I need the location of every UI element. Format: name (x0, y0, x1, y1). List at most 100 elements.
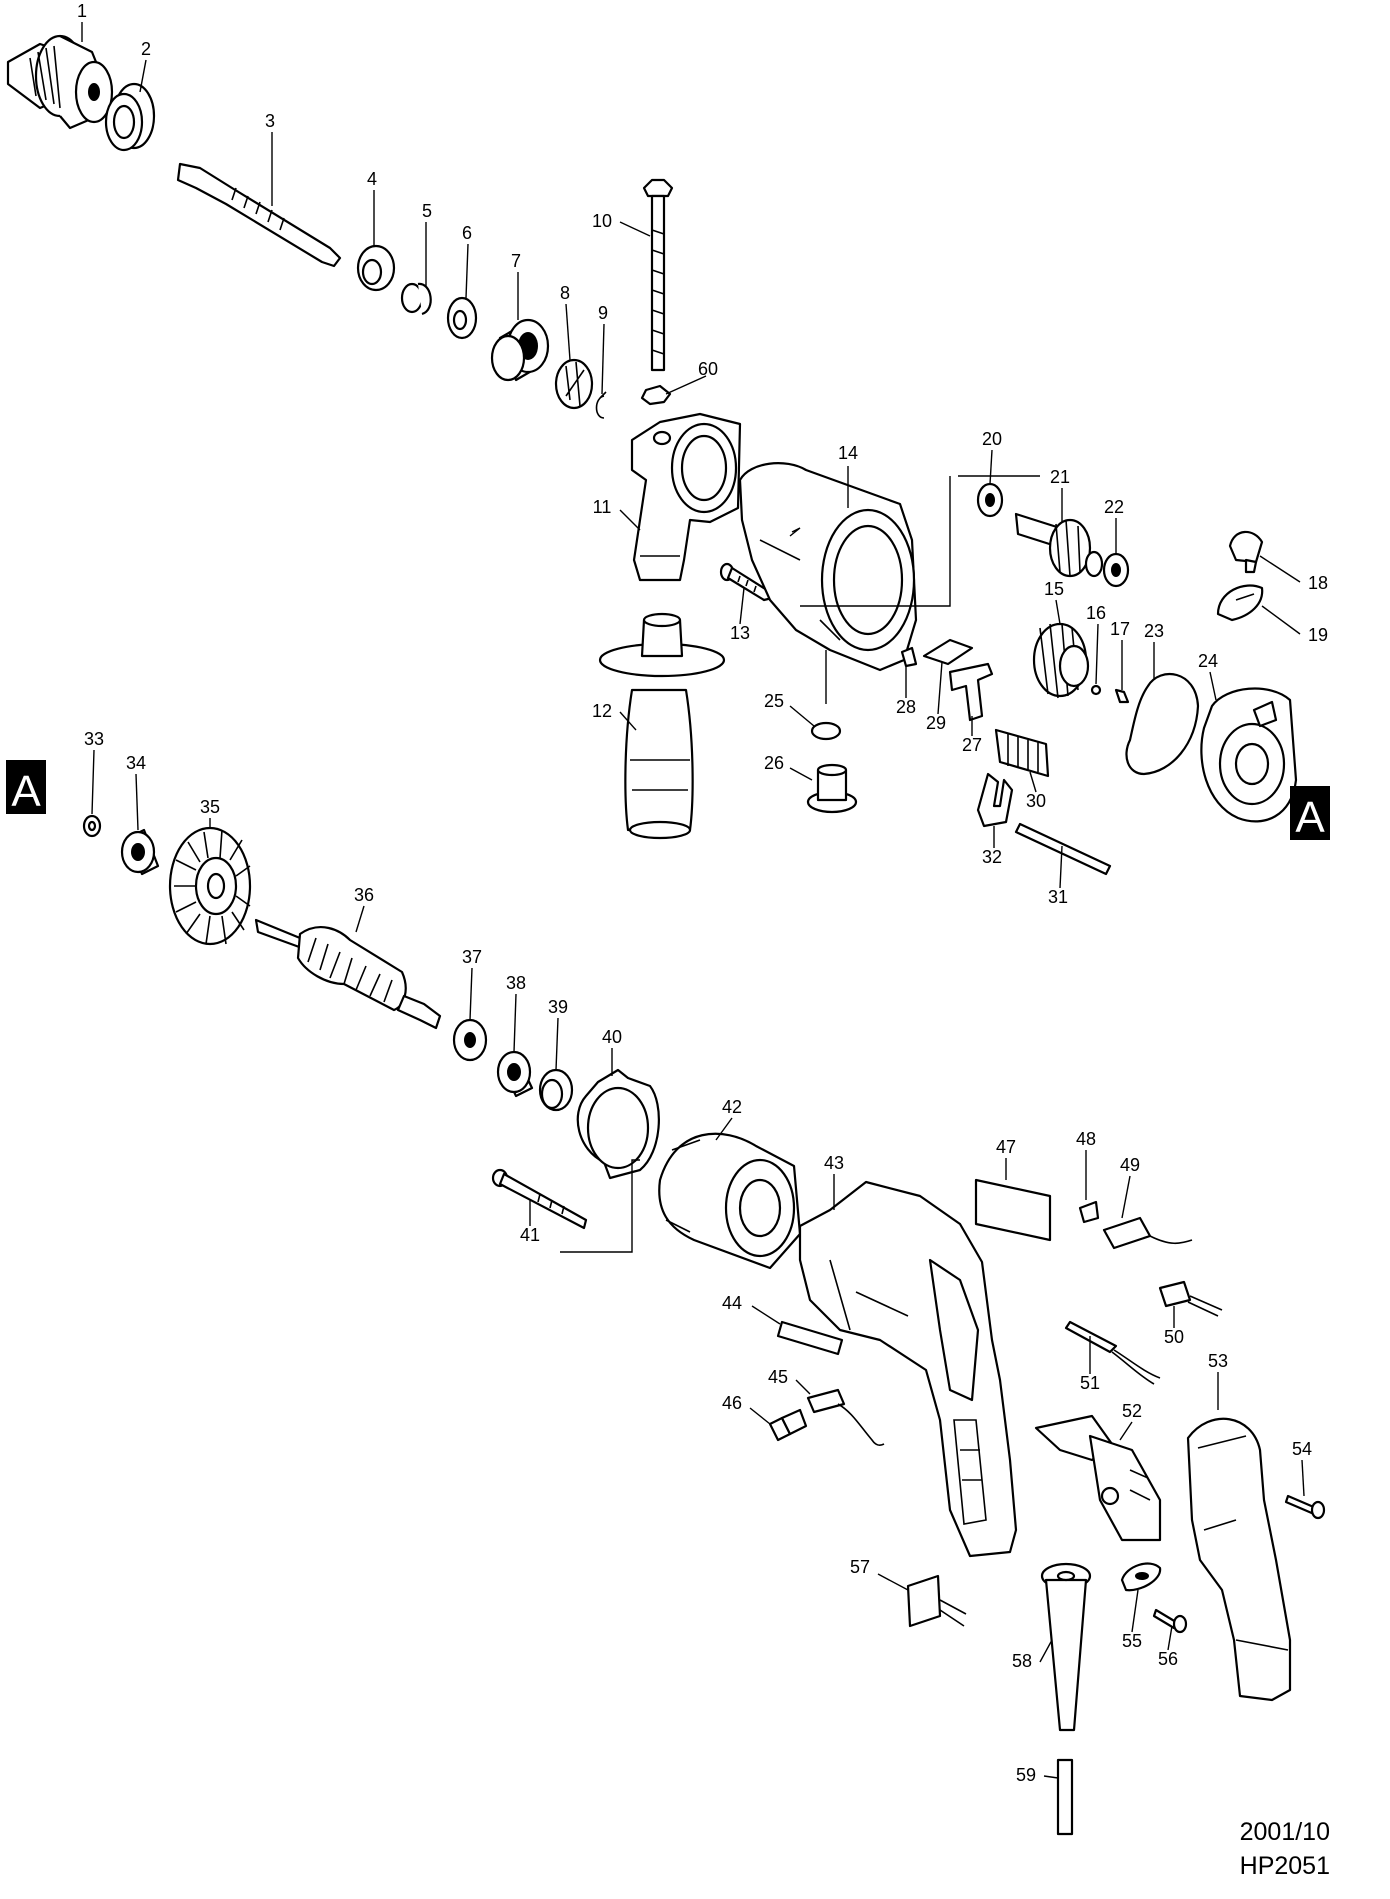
callout-number-14: 14 (838, 443, 858, 463)
part-drawing-27 (948, 662, 994, 722)
callout-number-59: 59 (1016, 1765, 1036, 1785)
part-drawing-28 (900, 646, 918, 668)
callout-10: 10 (592, 211, 651, 237)
part-drawing-57 (906, 1574, 967, 1628)
callout-43: 43 (824, 1153, 844, 1210)
callout-leader-52 (1119, 1421, 1133, 1441)
callout-number-45: 45 (768, 1367, 788, 1387)
callout-55: 55 (1122, 1589, 1142, 1651)
callout-leader-58 (1039, 1639, 1053, 1663)
callout-54: 54 (1292, 1439, 1312, 1497)
callout-33: 33 (84, 729, 104, 815)
callout-number-42: 42 (722, 1097, 742, 1117)
callout-number-33: 33 (84, 729, 104, 749)
callout-number-44: 44 (722, 1293, 742, 1313)
part-drawing-54 (1284, 1494, 1326, 1520)
callout-leader-8 (565, 303, 571, 361)
callout-35: 35 (200, 797, 220, 828)
callout-number-53: 53 (1208, 1351, 1228, 1371)
callout-number-51: 51 (1080, 1373, 1100, 1393)
callout-number-9: 9 (598, 303, 608, 323)
callout-leader-45 (795, 1379, 811, 1395)
callout-number-28: 28 (896, 697, 916, 717)
callout-leader-57 (877, 1573, 909, 1591)
callout-3: 3 (265, 111, 275, 206)
callout-leader-34 (135, 773, 139, 831)
part-drawing-40 (576, 1068, 660, 1180)
callout-2: 2 (139, 39, 151, 93)
part-drawing-51 (1064, 1320, 1161, 1385)
part-drawing-42 (658, 1132, 802, 1270)
callout-number-6: 6 (462, 223, 472, 243)
callout-29: 29 (926, 661, 946, 733)
callout-leader-31 (1059, 845, 1063, 889)
part-drawing-6 (446, 296, 478, 340)
callout-leader-36 (355, 905, 365, 933)
callout-number-43: 43 (824, 1153, 844, 1173)
callout-52: 52 (1119, 1401, 1142, 1441)
callout-leader-19 (1261, 605, 1301, 635)
callout-17: 17 (1110, 619, 1130, 690)
part-drawing-26 (806, 763, 858, 814)
part-drawing-45 (806, 1388, 885, 1446)
callout-18: 18 (1259, 555, 1328, 593)
callout-leader-44 (751, 1305, 781, 1325)
callout-4: 4 (367, 169, 377, 246)
connector-mark-right: A (1290, 786, 1330, 842)
callout-48: 48 (1076, 1129, 1096, 1200)
callout-16: 16 (1086, 603, 1106, 685)
callout-number-54: 54 (1292, 1439, 1312, 1459)
callout-number-20: 20 (982, 429, 1002, 449)
callout-number-26: 26 (764, 753, 784, 773)
part-drawing-47 (974, 1178, 1052, 1242)
callout-31: 31 (1048, 845, 1068, 907)
revision-date: 2001/10 (1239, 1818, 1330, 1846)
callout-leader-9 (601, 323, 605, 395)
connector-mark-left-label: A (11, 767, 41, 816)
callout-leader-38 (513, 993, 517, 1053)
callout-leader-16 (1095, 623, 1099, 685)
callout-number-32: 32 (982, 847, 1002, 867)
callout-number-5: 5 (422, 201, 432, 221)
callout-45: 45 (768, 1367, 811, 1395)
callout-number-31: 31 (1048, 887, 1068, 907)
callout-number-8: 8 (560, 283, 570, 303)
callout-26: 26 (764, 753, 813, 781)
callout-56: 56 (1158, 1625, 1178, 1669)
callout-leader-54 (1301, 1459, 1305, 1497)
callout-38: 38 (506, 973, 526, 1053)
part-drawing-34 (120, 828, 160, 876)
callout-leader-6 (465, 243, 469, 299)
callout-42: 42 (715, 1097, 742, 1141)
callout-23: 23 (1144, 621, 1164, 680)
part-drawing-14 (738, 462, 918, 672)
callout-13: 13 (730, 587, 750, 643)
part-drawing-60 (640, 384, 672, 406)
part-callouts: 1234567891011121314151617181920212223242… (77, 1, 1328, 1785)
callout-number-39: 39 (548, 997, 568, 1017)
part-drawing-10 (642, 178, 674, 372)
callout-number-47: 47 (996, 1137, 1016, 1157)
callout-number-58: 58 (1012, 1651, 1032, 1671)
callout-leader-15 (1055, 599, 1061, 625)
callout-leader-42 (715, 1117, 733, 1141)
callout-12: 12 (592, 701, 637, 731)
callout-number-29: 29 (926, 713, 946, 733)
callout-34: 34 (126, 753, 146, 831)
callout-number-40: 40 (602, 1027, 622, 1047)
callout-leader-55 (1131, 1589, 1139, 1633)
part-drawing-4 (356, 244, 396, 292)
callout-leader-26 (789, 767, 813, 781)
part-drawing-21 (1014, 512, 1104, 578)
callout-number-16: 16 (1086, 603, 1106, 623)
callout-leader-59 (1043, 1775, 1059, 1779)
callout-24: 24 (1198, 651, 1218, 701)
connector-mark-left: A (6, 760, 46, 816)
callout-number-13: 13 (730, 623, 750, 643)
callout-19: 19 (1261, 605, 1328, 645)
part-drawing-17 (1114, 688, 1130, 704)
part-drawing-12 (598, 612, 726, 840)
callout-leader-13 (739, 587, 745, 625)
callout-leader-30 (1029, 771, 1037, 793)
